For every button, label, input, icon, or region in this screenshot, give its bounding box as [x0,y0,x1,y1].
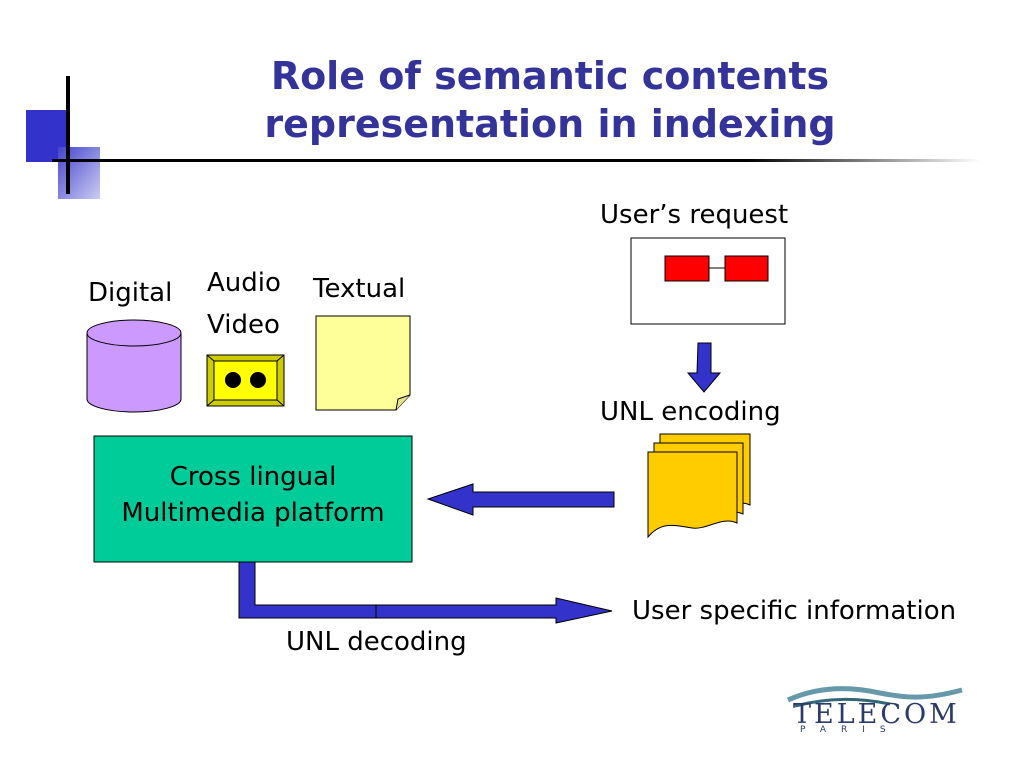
cassette-icon [206,354,285,407]
telecom-logo-subtitle: PARIS [800,725,901,735]
request-node-right [724,255,769,282]
platform-label-line-2: Multimedia platform [121,498,385,528]
accent-vertical-line [66,76,70,194]
output-arrow-icon [238,561,613,624]
accent-square-light [58,147,100,199]
platform-label: Cross lingual Multimedia platform [94,459,412,531]
users-request-box [630,237,786,325]
digital-label: Digital [88,278,173,308]
page-title: Role of semantic contents representation… [200,52,900,148]
request-node-left [664,255,710,282]
digital-cylinder-icon [86,319,182,413]
title-line-1: Role of semantic contents [270,54,830,98]
unl-encoding-label: UNL encoding [600,397,781,427]
users-request-label: User’s request [600,200,789,230]
down-arrow-icon [686,342,722,393]
video-label: Video [207,310,280,340]
title-underline [52,159,980,162]
user-specific-information-label: User specific information [632,596,957,626]
textual-label: Textual [313,274,406,304]
unl-decoding-label: UNL decoding [286,627,467,657]
platform-label-line-1: Cross lingual [169,462,337,492]
audio-label: Audio [207,268,281,298]
telecom-logo-name: TELECOM [793,699,960,730]
left-arrow-icon [426,483,615,516]
text-document-icon [315,315,411,411]
unl-documents-icon [647,433,751,539]
telecom-logo-swoosh [786,686,963,708]
title-line-2: representation in indexing [264,102,836,146]
